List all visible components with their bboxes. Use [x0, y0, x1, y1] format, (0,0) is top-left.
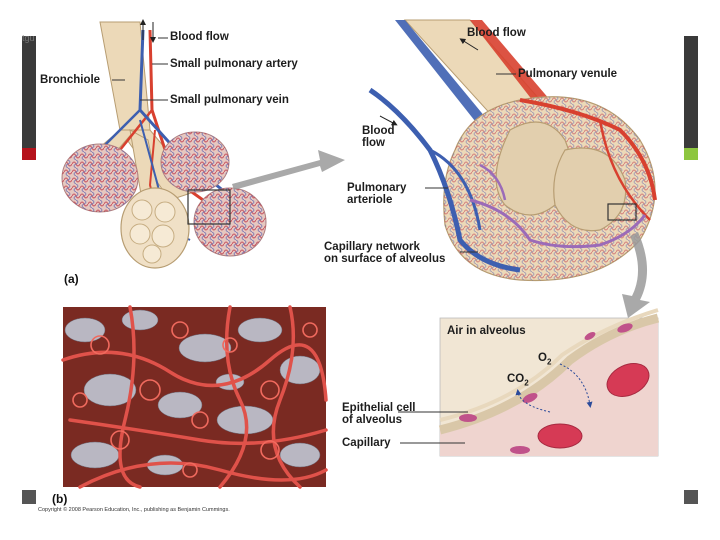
label-pulmonary-arteriole-1: Pulmonary [347, 182, 407, 194]
label-capillary-network-1: Capillary network [324, 241, 420, 253]
o2-text: O [538, 352, 547, 364]
zoom-arrow-b [622, 232, 650, 318]
part-label-a: (a) [64, 272, 79, 286]
label-blood-flow-left: Blood flow [170, 31, 229, 43]
label-capillary-network-2: on surface of alveolus [324, 253, 446, 265]
co2-subscript: 2 [524, 378, 529, 388]
left-red-accent [22, 148, 36, 160]
label-capillary: Capillary [342, 437, 391, 449]
label-co2: CO2 [507, 373, 529, 389]
left-dark-bar [22, 36, 36, 148]
label-blood-flow-mid-1: Blood [362, 125, 395, 137]
slide-text-fragment: tgu [22, 33, 35, 43]
leader-lines-left [112, 37, 168, 101]
o2-subscript: 2 [546, 357, 552, 367]
label-pulmonary-arteriole-2: arteriole [347, 194, 393, 206]
enlarged-alveolus [368, 19, 657, 282]
right-green-accent [684, 148, 698, 160]
label-small-pulmonary-vein: Small pulmonary vein [170, 94, 289, 106]
gas-exchange-diagram [398, 308, 660, 457]
copyright-notice: Copyright © 2008 Pearson Education, Inc.… [38, 507, 230, 513]
label-blood-flow-mid-2: flow [362, 137, 385, 149]
label-epithelial-cell-2: of alveolus [342, 414, 403, 426]
capillary-micrograph [61, 305, 328, 489]
label-bronchiole: Bronchiole [40, 74, 101, 86]
zoom-arrow-a [232, 150, 345, 190]
label-o2: O2 [538, 352, 551, 368]
bottom-left-square [22, 490, 36, 504]
label-air-in-alveolus: Air in alveolus [447, 325, 526, 337]
label-pulmonary-venule: Pulmonary venule [518, 68, 618, 80]
label-epithelial-cell-1: Epithelial cell [342, 402, 416, 414]
part-label-b: (b) [52, 492, 68, 506]
label-blood-flow-right: Blood flow [467, 27, 526, 39]
right-dark-bar [684, 36, 698, 148]
bottom-right-square [684, 490, 698, 504]
leader-lines-right [425, 73, 516, 253]
co2-text: CO [507, 373, 525, 385]
label-small-pulmonary-artery: Small pulmonary artery [170, 58, 298, 70]
bronchiole-tree [61, 19, 267, 269]
